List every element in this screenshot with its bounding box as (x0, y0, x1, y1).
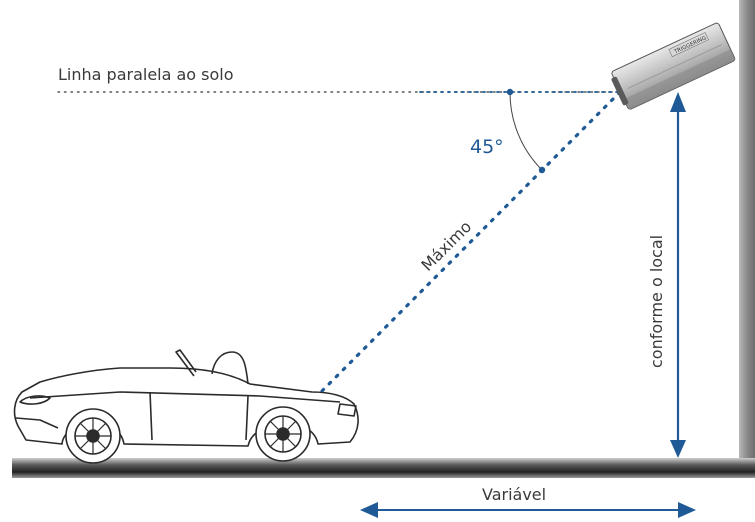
angle-label: 45° (470, 136, 504, 158)
angle-arc (509, 91, 543, 171)
maximum-angle-line (316, 90, 622, 397)
distance-arrow-head-left (360, 502, 378, 518)
height-arrow-head-bottom (670, 440, 686, 458)
car-icon (13, 349, 359, 464)
distance-arrow-head-right (678, 502, 696, 518)
wall (739, 0, 755, 472)
maximum-label: Máximo (417, 217, 475, 275)
parallel-line-label: Linha paralela ao solo (58, 65, 234, 84)
distance-label: Variável (482, 485, 546, 504)
ground (12, 458, 755, 478)
angle-point-bottom (538, 166, 546, 174)
camera-icon: TRIGGERING (611, 22, 736, 110)
height-label: conforme o local (647, 235, 666, 368)
height-arrow-head-top (670, 92, 686, 112)
angle-point-top (506, 88, 514, 96)
